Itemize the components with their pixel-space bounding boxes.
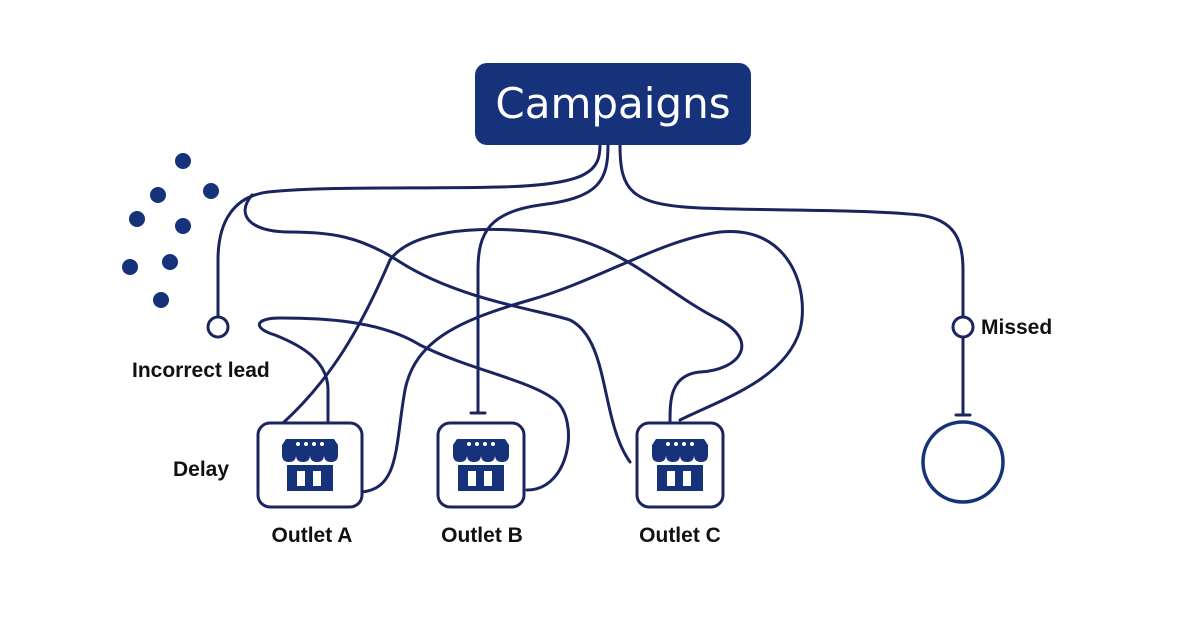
missed-label: Missed (981, 316, 1052, 339)
lead-dot (150, 187, 166, 203)
outlet-a (256, 421, 364, 509)
storefront-icon (652, 439, 708, 491)
line-to-outlet-b (476, 143, 610, 414)
storefront-icon (282, 439, 338, 491)
loop-curve-c (360, 230, 804, 494)
loop-curve-a (243, 193, 632, 464)
lead-dot (175, 218, 191, 234)
missed-node (951, 315, 975, 339)
loop-curve-b (281, 227, 744, 425)
storefront-icon (453, 439, 509, 491)
outlet-a-label: Outlet A (272, 524, 353, 547)
lead-dot (122, 259, 138, 275)
line-to-missed (618, 143, 965, 318)
campaigns-title: Campaigns (495, 79, 730, 128)
lead-dot (203, 183, 219, 199)
empty-circle-endpoint-icon (921, 420, 1005, 504)
lead-dot (162, 254, 178, 270)
delay-label: Delay (173, 458, 229, 481)
outlet-b-label: Outlet B (441, 524, 523, 547)
connection-lines (216, 143, 972, 494)
delay-hook (258, 316, 570, 492)
campaigns-node: Campaigns (475, 63, 751, 145)
lead-dot (129, 211, 145, 227)
line-to-incorrect-lead (216, 143, 602, 318)
outlet-c-label: Outlet C (639, 524, 721, 547)
outlet-b (436, 421, 526, 509)
lead-dot (153, 292, 169, 308)
lead-dots (122, 153, 219, 308)
outlet-c (635, 421, 725, 509)
lead-dot (175, 153, 191, 169)
incorrect-lead-node (206, 315, 230, 339)
campaigns-box (475, 63, 751, 145)
incorrect-lead-label: Incorrect lead (132, 359, 270, 382)
